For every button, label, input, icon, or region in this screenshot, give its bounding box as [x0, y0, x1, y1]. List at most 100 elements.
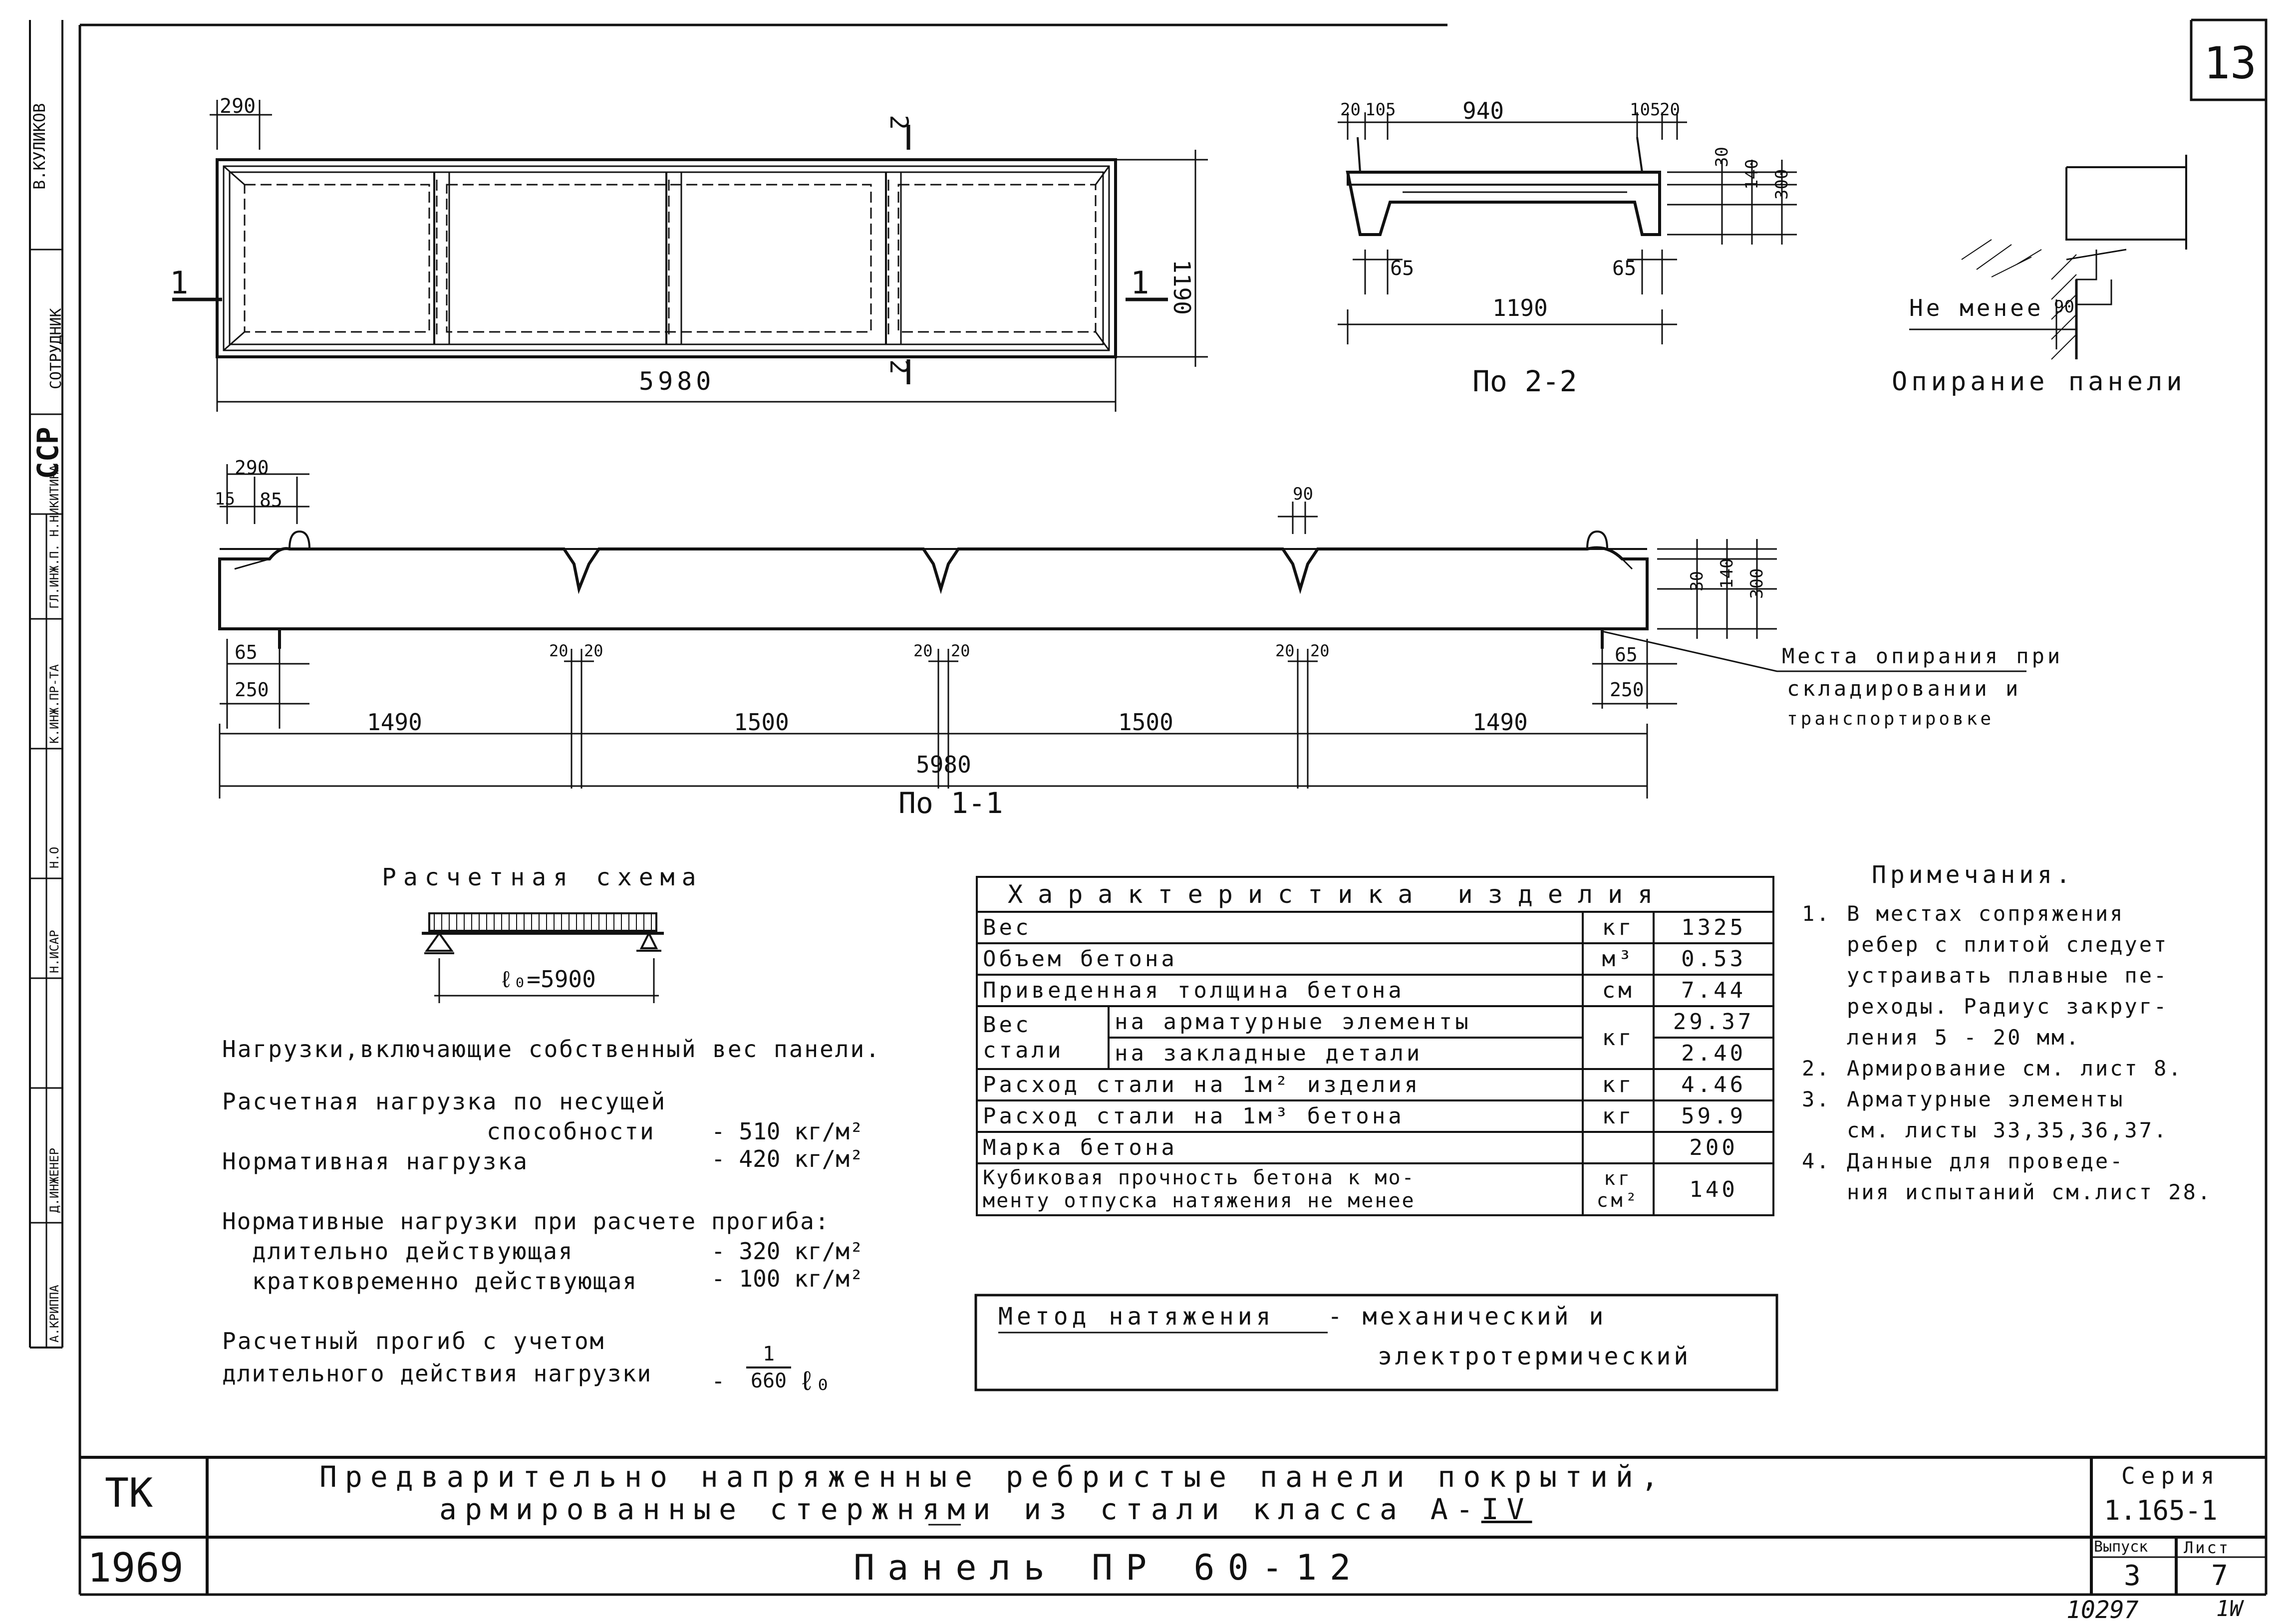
method-text-1: - механический и — [1328, 1303, 1607, 1331]
total-dim: 5980 — [916, 751, 971, 778]
s22-dim-940: 940 — [1462, 97, 1504, 124]
cube-unit-num: кг — [1604, 1167, 1633, 1189]
note-line: реходы. Радиус закруг- — [1847, 994, 2169, 1019]
plan-dim-290: 290 — [220, 95, 256, 118]
s22-dim: 105 — [1630, 100, 1661, 120]
s22-title: По 2-2 — [1472, 364, 1577, 398]
span-dim: 1490 — [1472, 709, 1528, 736]
table-row: Расход стали на 1м³ бетона кг 59.9 — [976, 1099, 1774, 1133]
handwritten-mark: 1W — [2216, 1596, 2243, 1622]
callout-line: транспортировке — [1787, 709, 1995, 729]
sheet-label: Лист — [2184, 1538, 2231, 1557]
s11-dim-15: 15 — [215, 489, 235, 509]
steel-unit: кг — [1581, 1005, 1655, 1070]
s22-dim: 20 — [1660, 100, 1680, 120]
design-load-label-2: способности — [487, 1118, 655, 1145]
table-row: Объем бетона м³ 0.53 — [976, 942, 1774, 976]
row-value: 1325 — [1653, 911, 1774, 944]
support-min-label: Не менее — [1909, 294, 2044, 321]
support-dim-90: 90 — [2054, 297, 2074, 317]
deflection-dash: - — [711, 1367, 725, 1394]
rib-dim: 20 — [913, 641, 933, 660]
strip-cell: А.КРИППА — [47, 1285, 61, 1343]
row-value: 200 — [1653, 1131, 1774, 1164]
row-unit — [1581, 1131, 1655, 1164]
note-line: ния испытаний см.лист 28. — [1847, 1180, 2213, 1204]
characteristics-table: Характеристика изделия Вес кг 1325 Объем… — [976, 876, 1774, 1216]
note-line: Армирование см. лист 8. — [1847, 1056, 2183, 1081]
row-unit: кг — [1581, 911, 1655, 944]
row-name: Объем бетона — [976, 942, 1584, 976]
archive-number: 10297 — [2066, 1596, 2139, 1624]
note-number: 2. — [1802, 1056, 1831, 1081]
row-name: Расход стали на 1м² изделия — [976, 1068, 1584, 1101]
note-text: Данные для проведе- ния испытаний см.лис… — [1847, 1146, 2212, 1208]
cut-mark-2-bottom: 2 — [884, 359, 913, 375]
cube-unit: кг см² — [1581, 1162, 1655, 1216]
series-label: Серия — [2121, 1462, 2221, 1489]
cube-strength-line: Кубиковая прочность бетона к мо- — [983, 1166, 1416, 1189]
s22-dim-right: 140 — [1742, 159, 1762, 190]
s11-dim-65-right: 65 — [1615, 644, 1638, 666]
org-code: ТК — [105, 1470, 153, 1516]
norm-load-label: Нормативная нагрузка — [222, 1148, 529, 1175]
calc-scheme-title: Расчетная схема — [382, 863, 703, 891]
design-load-label: Расчетная нагрузка по несущей — [222, 1088, 667, 1115]
s11-dim-right: 30 — [1687, 571, 1707, 591]
note-number: 1. — [1802, 901, 1831, 926]
s11-dim-65-left: 65 — [235, 641, 258, 663]
cube-unit-den: см² — [1596, 1189, 1640, 1211]
table-row: Кубиковая прочность бетона к мо- менту о… — [976, 1162, 1774, 1216]
table-row: Вес кг 1325 — [976, 911, 1774, 944]
note-item: 2. Армирование см. лист 8. — [1802, 1053, 2266, 1084]
cut-mark-2-top: 2 — [884, 115, 913, 130]
strip-cell: Н.ИСАР — [47, 930, 61, 973]
cut-mark-1-right: 1 — [1131, 265, 1149, 301]
s22-dim-width: 1190 — [1492, 294, 1548, 321]
deflection-denominator: 660 — [750, 1369, 787, 1392]
deflection-l0: ℓ₀ — [799, 1365, 831, 1396]
steel-class: IV — [1481, 1492, 1532, 1526]
rib-dim: 20 — [1310, 641, 1330, 660]
method-text-2: электротермический — [1378, 1343, 1692, 1370]
s22-dim: 105 — [1365, 100, 1396, 120]
note-text: В местах сопряжения ребер с плитой следу… — [1847, 898, 2168, 1053]
loads-intro: Нагрузки,включающие собственный вес пане… — [222, 1036, 881, 1063]
short-load-value: - 100 кг/м² — [711, 1265, 863, 1292]
callout-line: складировании и — [1787, 676, 2021, 701]
s11-dim-250-right: 250 — [1610, 679, 1644, 701]
steel-label-cell: Вес стали — [976, 1005, 1110, 1070]
note-line: см. листы 33,35,36,37. — [1847, 1118, 2169, 1142]
s11-dim-250-left: 250 — [235, 679, 269, 701]
issue-number: 3 — [2124, 1560, 2141, 1592]
issue-label: Выпуск — [2094, 1538, 2148, 1556]
s11-dim-right: 300 — [1747, 568, 1767, 599]
s11-dim-290: 290 — [235, 457, 269, 479]
row-value: 4.46 — [1653, 1068, 1774, 1101]
note-number: 4. — [1802, 1149, 1831, 1173]
s22-dim: 20 — [1340, 100, 1361, 120]
table-row: Характеристика изделия — [976, 876, 1774, 913]
notes-list: 1. В местах сопряжения ребер с плитой сл… — [1802, 898, 2266, 1208]
plan-dim-length: 5980 — [639, 367, 715, 396]
row-name: Расход стали на 1м³ бетона — [976, 1099, 1584, 1133]
fraction-bar — [746, 1366, 791, 1368]
method-label: Метод натяжения — [998, 1303, 1275, 1331]
series-number: 1.165-1 — [2104, 1495, 2218, 1526]
steel-arm-value: 29.37 — [1653, 1005, 1774, 1039]
rib-dim: 20 — [584, 641, 603, 660]
strip-cell: К.ИНЖ.ПР-ТА — [47, 664, 61, 744]
row-unit: см — [1581, 974, 1655, 1007]
s11-dim-85: 85 — [260, 489, 283, 511]
rib-dim: 20 — [951, 641, 970, 660]
steel-emb-label: на закладные детали — [1108, 1037, 1584, 1070]
row-name: Приведенная толщина бетона — [976, 974, 1584, 1007]
table-row: на закладные детали 2.40 — [977, 1037, 1774, 1070]
s22-dim-65: 65 — [1612, 257, 1637, 280]
row-unit: м³ — [1581, 942, 1655, 976]
title-line-1: Предварительно напряженные ребристые пан… — [319, 1460, 1667, 1494]
s11-dim-90: 90 — [1293, 484, 1313, 504]
design-load-value: - 510 кг/м² — [711, 1118, 863, 1145]
s22-dim-right: 300 — [1772, 169, 1792, 200]
